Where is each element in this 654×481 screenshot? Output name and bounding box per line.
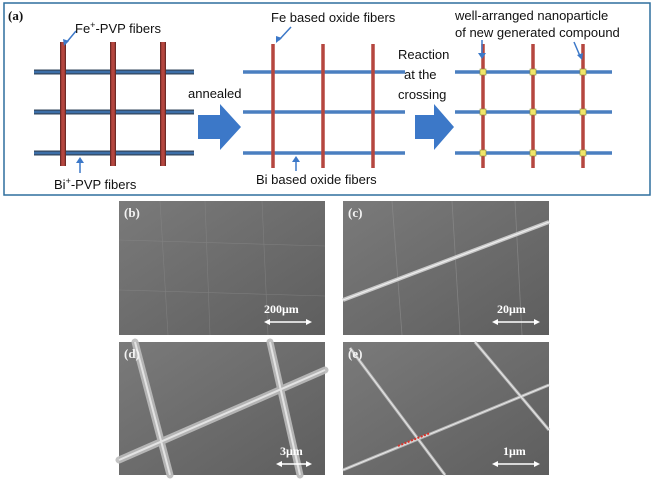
nanoparticle [579,149,587,157]
sem-panel-b-label: (b) [124,205,140,220]
sem-panel-e: (e) 1μm [342,341,551,476]
sem-panel-e-scale: 1μm [503,444,526,458]
reaction-label-line2: at the [404,67,437,82]
oxide-fiber-grid [243,44,405,168]
nano-pointer-left-head [478,53,486,59]
panel-a-label: (a) [8,8,23,23]
bi-oxide-pointer-head [292,156,300,162]
sem-panel-b: (b) 200μm [118,200,326,336]
nanoparticle-label-line2: of new generated compound [455,25,620,40]
sem-panel-d-scale: 3μm [280,444,303,458]
sem-panel-d-label: (d) [124,346,140,361]
sem-panel-e-particle-line [397,432,431,447]
reaction-arrow [415,104,454,150]
sem-panel-b-scale: 200μm [264,302,299,316]
bi-oxide-label: Bi based oxide fibers [256,172,377,187]
nanoparticle [529,108,537,116]
nanoparticle [479,108,487,116]
nanoparticle [579,68,587,76]
sem-panel-c-scale: 20μm [497,302,526,316]
annealed-label: annealed [188,86,242,101]
nano-pointer-right-head [577,53,583,60]
fe-oxide-label: Fe based oxide fibers [271,10,396,25]
nanoparticle [529,68,537,76]
sem-panel-c: (c) 20μm [342,200,550,336]
nanoparticle [529,149,537,157]
reaction-label-line1: Reaction [398,47,449,62]
sem-panel-d: (d) 3μm [115,338,329,479]
fe-pvp-pointer-head [63,39,69,46]
nano-pointer-right [573,41,581,57]
nanoparticle [479,68,487,76]
reaction-label-line3: crossing [398,87,446,102]
sem-panel-c-label: (c) [348,205,362,220]
nanoparticle-label-line1: well-arranged nanoparticle [454,8,608,23]
annealed-arrow [198,104,241,150]
sem-panel-e-label: (e) [348,346,362,361]
nanoparticle-grid [455,44,612,168]
bi-pvp-label: Bi+-PVP fibers [54,176,137,192]
fe-oxide-pointer-head [276,36,282,43]
pvp-fiber-grid [34,42,194,166]
fe-pvp-label: Fe+-PVP fibers [75,20,161,36]
nanoparticle [579,108,587,116]
nanoparticle [479,149,487,157]
bi-pvp-pointer-head [76,157,84,163]
